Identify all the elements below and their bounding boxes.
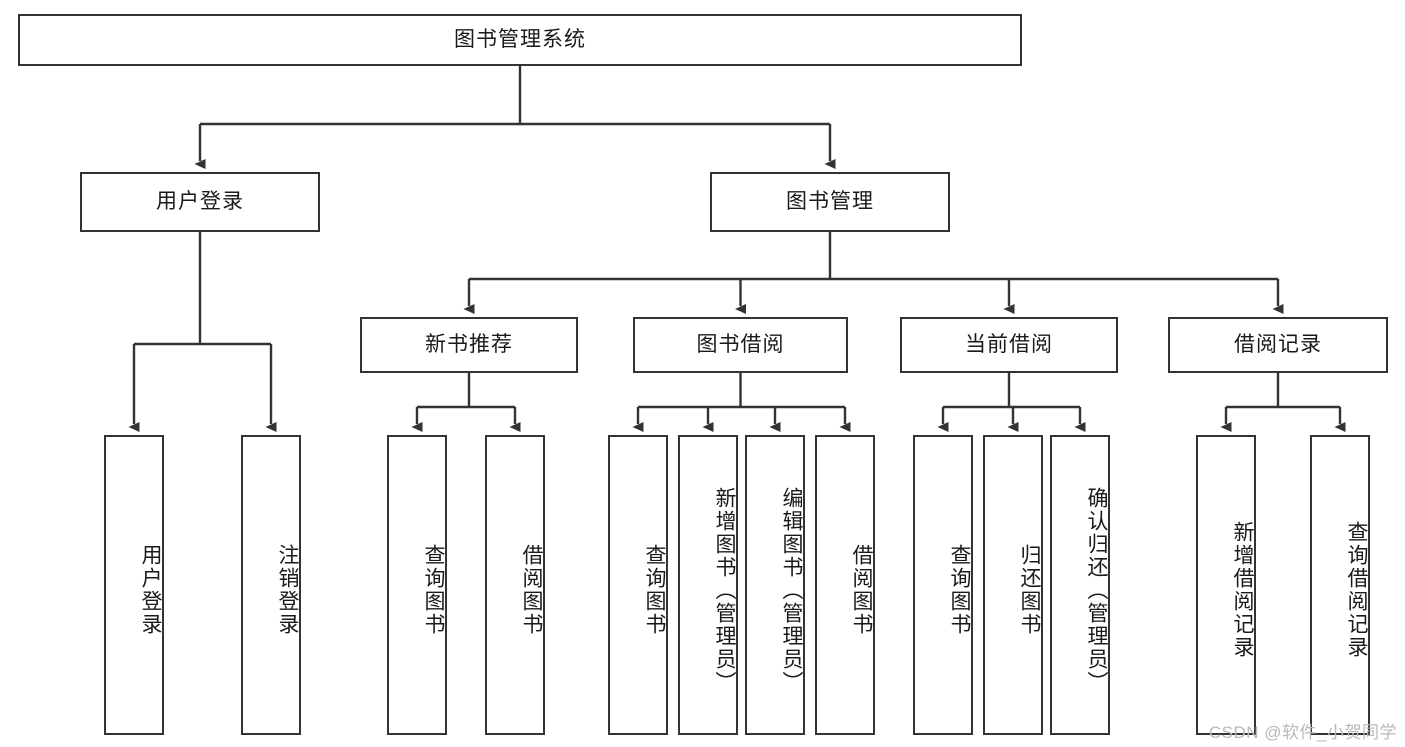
node-root-label: 图书管理系统 xyxy=(454,27,586,51)
leaf-logout-label: 注销登录 xyxy=(276,544,299,636)
leaf-return-book-label: 归还图书 xyxy=(1018,544,1041,636)
node-book-borrowing-label: 图书借阅 xyxy=(696,332,785,356)
leaf-logout[interactable]: 注销登录 xyxy=(241,435,301,735)
leaf-borrow-book-label: 借阅图书 xyxy=(850,544,873,636)
leaf-query-book-borrowing-label: 查询图书 xyxy=(643,544,666,636)
node-book-management[interactable]: 图书管理 xyxy=(710,172,950,232)
node-user-login-label: 用户登录 xyxy=(156,189,244,213)
node-borrowing-record[interactable]: 借阅记录 xyxy=(1168,317,1388,373)
leaf-add-book[interactable]: 新增图书（管理员） xyxy=(678,435,738,735)
leaf-confirm-return-label: 确认归还（管理员） xyxy=(1085,486,1108,694)
leaf-query-book-current-label: 查询图书 xyxy=(948,544,971,636)
leaf-edit-book[interactable]: 编辑图书（管理员） xyxy=(745,435,805,735)
leaf-user-login[interactable]: 用户登录 xyxy=(104,435,164,735)
node-borrowing-record-label: 借阅记录 xyxy=(1234,332,1322,356)
leaf-query-book-recommendation-label: 查询图书 xyxy=(422,544,445,636)
node-user-login[interactable]: 用户登录 xyxy=(80,172,320,232)
watermark-text: CSDN @软件_小贺同学 xyxy=(1208,723,1397,742)
leaf-add-borrowing-record[interactable]: 新增借阅记录 xyxy=(1196,435,1256,735)
leaf-query-borrowing-record-label: 查询借阅记录 xyxy=(1345,521,1368,659)
node-new-book-recommendation-label: 新书推荐 xyxy=(425,332,513,356)
leaf-return-book[interactable]: 归还图书 xyxy=(983,435,1043,735)
leaf-borrow-book-recommendation[interactable]: 借阅图书 xyxy=(485,435,545,735)
leaf-query-book-current[interactable]: 查询图书 xyxy=(913,435,973,735)
node-book-borrowing[interactable]: 图书借阅 xyxy=(633,317,848,373)
leaf-add-book-label: 新增图书（管理员） xyxy=(713,486,736,694)
leaf-user-login-label: 用户登录 xyxy=(139,544,162,636)
node-current-borrowing-label: 当前借阅 xyxy=(965,332,1053,356)
node-root[interactable]: 图书管理系统 xyxy=(18,14,1022,66)
leaf-borrow-book-recommendation-label: 借阅图书 xyxy=(520,544,543,636)
node-new-book-recommendation[interactable]: 新书推荐 xyxy=(360,317,578,373)
leaf-add-borrowing-record-label: 新增借阅记录 xyxy=(1231,521,1254,659)
leaf-borrow-book[interactable]: 借阅图书 xyxy=(815,435,875,735)
node-current-borrowing[interactable]: 当前借阅 xyxy=(900,317,1118,373)
leaf-query-borrowing-record[interactable]: 查询借阅记录 xyxy=(1310,435,1370,735)
leaf-confirm-return[interactable]: 确认归还（管理员） xyxy=(1050,435,1110,735)
leaf-edit-book-label: 编辑图书（管理员） xyxy=(780,486,803,694)
node-book-management-label: 图书管理 xyxy=(786,189,874,213)
leaf-query-book-borrowing[interactable]: 查询图书 xyxy=(608,435,668,735)
leaf-query-book-recommendation[interactable]: 查询图书 xyxy=(387,435,447,735)
